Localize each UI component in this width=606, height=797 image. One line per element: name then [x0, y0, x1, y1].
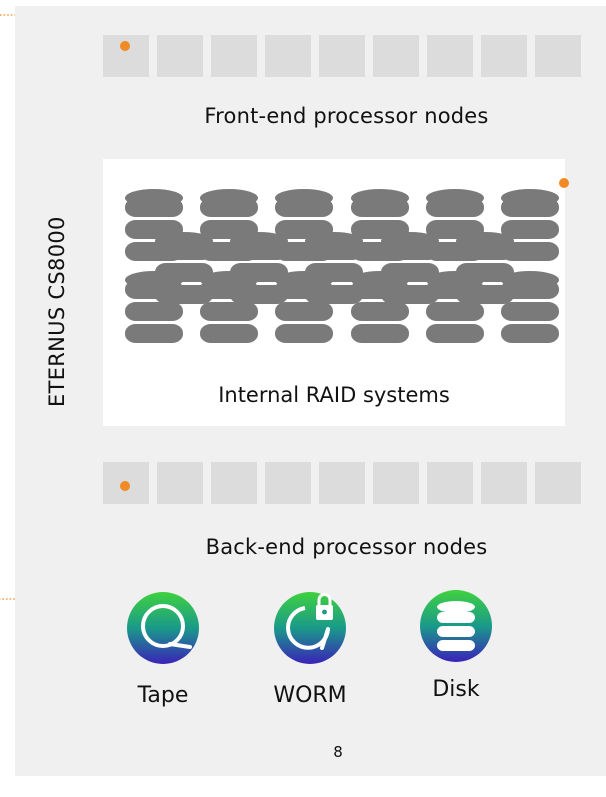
- disk-stack-icon: [420, 590, 492, 662]
- front-end-node: [265, 35, 311, 77]
- back-end-node-row: [103, 462, 581, 504]
- raid-disk-icon: [501, 271, 559, 343]
- back-end-node: [319, 462, 365, 504]
- worm-lock-icon: [274, 592, 346, 664]
- front-end-node: [319, 35, 365, 77]
- system-title: ETERNUS CS8000: [45, 216, 69, 407]
- page-number: 8: [333, 743, 343, 761]
- raid-marker: [559, 178, 569, 188]
- front-end-node: [157, 35, 203, 77]
- storage-worm: WORM: [255, 585, 365, 708]
- front-end-node: [211, 35, 257, 77]
- back-end-node: [427, 462, 473, 504]
- raid-disk-icon: [200, 271, 258, 343]
- front-end-label: Front-end processor nodes: [204, 104, 489, 128]
- storage-disk: Disk: [401, 583, 511, 702]
- disk-label: Disk: [432, 677, 480, 702]
- raid-disks: [125, 189, 559, 343]
- tape-reel-icon: [127, 592, 199, 664]
- raid-box: Internal RAID systems: [103, 159, 565, 426]
- tape-label: Tape: [137, 683, 189, 708]
- back-end-node: [481, 462, 527, 504]
- back-end-node: [211, 462, 257, 504]
- front-end-node-row: [103, 35, 581, 77]
- back-end-label: Back-end processor nodes: [205, 535, 488, 559]
- front-end-node: [373, 35, 419, 77]
- raid-disk-icon: [426, 271, 484, 343]
- raid-disk-array: [125, 189, 559, 343]
- back-end-marker: [120, 481, 130, 491]
- back-end-node: [535, 462, 581, 504]
- worm-label: WORM: [273, 683, 347, 708]
- front-end-marker: [120, 41, 130, 51]
- back-end-node: [157, 462, 203, 504]
- back-end-node: [265, 462, 311, 504]
- front-end-node: [427, 35, 473, 77]
- storage-tape: Tape: [108, 585, 218, 708]
- raid-disk-icon: [351, 271, 409, 343]
- front-end-node: [481, 35, 527, 77]
- front-end-node: [535, 35, 581, 77]
- back-end-node: [373, 462, 419, 504]
- raid-label: Internal RAID systems: [218, 383, 450, 407]
- raid-disk-icon: [275, 271, 333, 343]
- raid-disk-icon: [125, 271, 183, 343]
